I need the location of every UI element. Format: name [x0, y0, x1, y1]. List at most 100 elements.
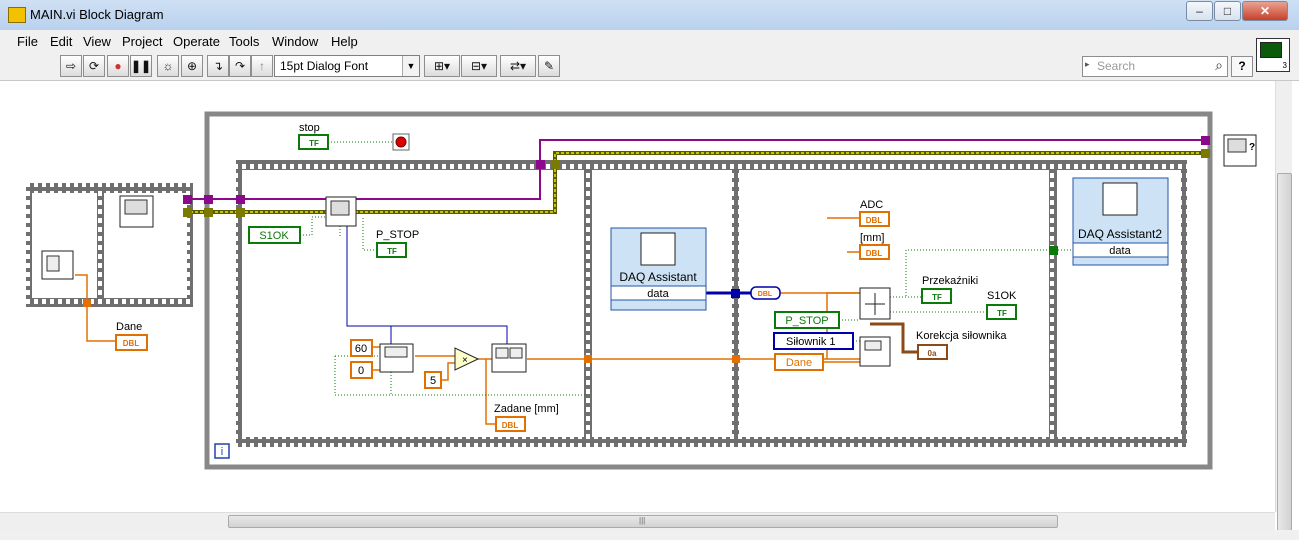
zadane-label: Zadane [mm]: [494, 403, 559, 415]
svg-text:?: ?: [1249, 142, 1255, 153]
vertical-scrollbar[interactable]: [1275, 81, 1292, 531]
dane-label: Dane: [116, 321, 142, 333]
mm-indicator[interactable]: DBL: [859, 244, 890, 260]
adc-indicator[interactable]: DBL: [859, 211, 890, 227]
search-options-icon[interactable]: ▸: [1085, 59, 1090, 69]
horizontal-scroll-thumb[interactable]: |||: [228, 515, 1058, 528]
error-cluster-wire[interactable]: [190, 151, 1205, 214]
mm-label: [mm]: [860, 232, 884, 244]
menu-edit[interactable]: Edit: [50, 34, 73, 49]
search-icon[interactable]: ⌕: [1215, 57, 1223, 73]
title-bar: MAIN.vi Block Diagram – □ ✕: [0, 0, 1299, 31]
correction-subvi[interactable]: [859, 336, 891, 367]
s1ok-local-variable[interactable]: S1OK: [248, 226, 301, 244]
init-sequence-structure[interactable]: [26, 183, 193, 307]
p-stop-label: P_STOP: [376, 229, 419, 241]
close-button[interactable]: ✕: [1242, 1, 1288, 21]
constant-0-value: 0: [358, 365, 364, 377]
clean-up-diagram-icon[interactable]: ✎: [538, 55, 560, 77]
highlight-execution-icon[interactable]: ☼: [157, 55, 179, 77]
multiply-node[interactable]: ×: [454, 347, 480, 371]
boolean-wires[interactable]: [300, 141, 1075, 396]
block-diagram-canvas[interactable]: i: [0, 81, 1275, 512]
menu-view[interactable]: View: [83, 34, 111, 49]
menu-operate[interactable]: Operate: [173, 34, 220, 49]
daq-assistant-data-port: data: [647, 288, 669, 300]
chevron-down-icon: ▼: [402, 56, 419, 76]
maximize-button[interactable]: □: [1214, 1, 1241, 21]
window-bottom-edge: [0, 530, 1299, 540]
constant-60-value: 60: [355, 343, 367, 355]
przekazniki-indicator[interactable]: TF: [921, 288, 952, 304]
silownik-enum-constant[interactable]: Siłownik 1: [773, 332, 854, 350]
cluster-wire[interactable]: [870, 322, 918, 354]
daq-assistant-name: DAQ Assistant: [619, 270, 697, 284]
p-stop-local-variable[interactable]: P_STOP: [774, 311, 840, 329]
while-loop[interactable]: [204, 111, 1213, 470]
distribute-objects-icon[interactable]: ⊟▾: [461, 55, 497, 77]
s1ok-indicator[interactable]: TF: [986, 304, 1017, 320]
abort-icon[interactable]: ●: [107, 55, 129, 77]
reorder-icon[interactable]: ⇄▾: [500, 55, 536, 77]
visa-write-subvi[interactable]: [325, 196, 357, 227]
config-read-subvi[interactable]: [41, 250, 74, 280]
labview-app-icon: [8, 7, 26, 23]
s1ok-label: S1OK: [987, 290, 1017, 302]
minimize-button[interactable]: –: [1186, 1, 1213, 21]
daq-assistant2-express-vi[interactable]: [1072, 177, 1169, 266]
menu-file[interactable]: File: [17, 34, 38, 49]
vertical-scroll-thumb[interactable]: [1277, 173, 1292, 531]
step-over-icon[interactable]: ↷: [229, 55, 251, 77]
korekcja-indicator[interactable]: 0a: [917, 344, 948, 360]
step-into-icon[interactable]: ↴: [207, 55, 229, 77]
search-placeholder: Search: [1097, 59, 1136, 73]
blue-wires[interactable]: [346, 226, 860, 344]
constant-5[interactable]: 5: [424, 371, 442, 389]
vi-icon-screen: [1260, 42, 1282, 58]
window-title: MAIN.vi Block Diagram: [30, 7, 164, 22]
silownik-enum-value: Siłownik 1: [786, 336, 836, 348]
menu-project[interactable]: Project: [122, 34, 163, 49]
menu-help[interactable]: Help: [331, 34, 358, 49]
dynamic-data-convert[interactable]: DBL: [750, 286, 781, 300]
horizontal-scrollbar[interactable]: |||: [0, 512, 1275, 530]
search-input[interactable]: ▸ Search ⌕: [1082, 56, 1228, 77]
visa-refnum-wire[interactable]: [190, 139, 1205, 200]
toolbar: ⇨ ⟳ ● ❚❚ ☼ ⊕ ↴ ↷ ↑ 15pt Dialog Font ▼ ⊞▾…: [0, 52, 1299, 81]
run-arrow-icon[interactable]: ⇨: [60, 55, 82, 77]
run-continuously-icon[interactable]: ⟳: [83, 55, 105, 77]
menu-window[interactable]: Window: [272, 34, 319, 49]
loop-iteration-terminal: i: [221, 446, 223, 458]
zadane-indicator[interactable]: DBL: [495, 416, 526, 432]
context-help-button[interactable]: ?: [1231, 56, 1253, 77]
numeric-convert-subvi[interactable]: [491, 343, 527, 373]
daq-assistant-express-vi[interactable]: [610, 227, 707, 311]
menu-bar: File Edit View Project Operate Tools Win…: [0, 30, 1299, 52]
controller-subvi[interactable]: [859, 287, 891, 320]
align-objects-icon[interactable]: ⊞▾: [424, 55, 460, 77]
menu-tools[interactable]: Tools: [229, 34, 260, 49]
main-sequence-structure[interactable]: [236, 160, 1187, 447]
stop-label: stop: [299, 122, 320, 134]
dane-local-variable[interactable]: Dane: [774, 353, 824, 371]
vi-icon[interactable]: 3: [1256, 38, 1290, 72]
step-out-icon[interactable]: ↑: [251, 55, 273, 77]
daq-assistant2-data-port: data: [1109, 245, 1131, 257]
przekazniki-label: Przekaźniki: [922, 275, 978, 287]
font-selector[interactable]: 15pt Dialog Font ▼: [274, 55, 420, 77]
constant-60[interactable]: 60: [350, 339, 373, 357]
pause-icon[interactable]: ❚❚: [130, 55, 152, 77]
dane-local-text: Dane: [786, 357, 812, 369]
tunnels: [83, 136, 1210, 363]
visa-open-subvi[interactable]: [119, 195, 154, 228]
adc-indicator-type: DBL: [866, 216, 883, 225]
visa-close-subvi[interactable]: ?: [1223, 134, 1257, 167]
retain-wire-values-icon[interactable]: ⊕: [181, 55, 203, 77]
dane-indicator[interactable]: DBL: [115, 334, 148, 351]
loop-stop-terminal[interactable]: [392, 133, 410, 151]
p-stop-local-text: P_STOP: [785, 315, 828, 327]
constant-0[interactable]: 0: [350, 361, 373, 379]
slider-range-subvi[interactable]: [379, 343, 414, 373]
stop-control[interactable]: TF: [298, 134, 329, 150]
p-stop-indicator[interactable]: TF: [376, 242, 407, 258]
